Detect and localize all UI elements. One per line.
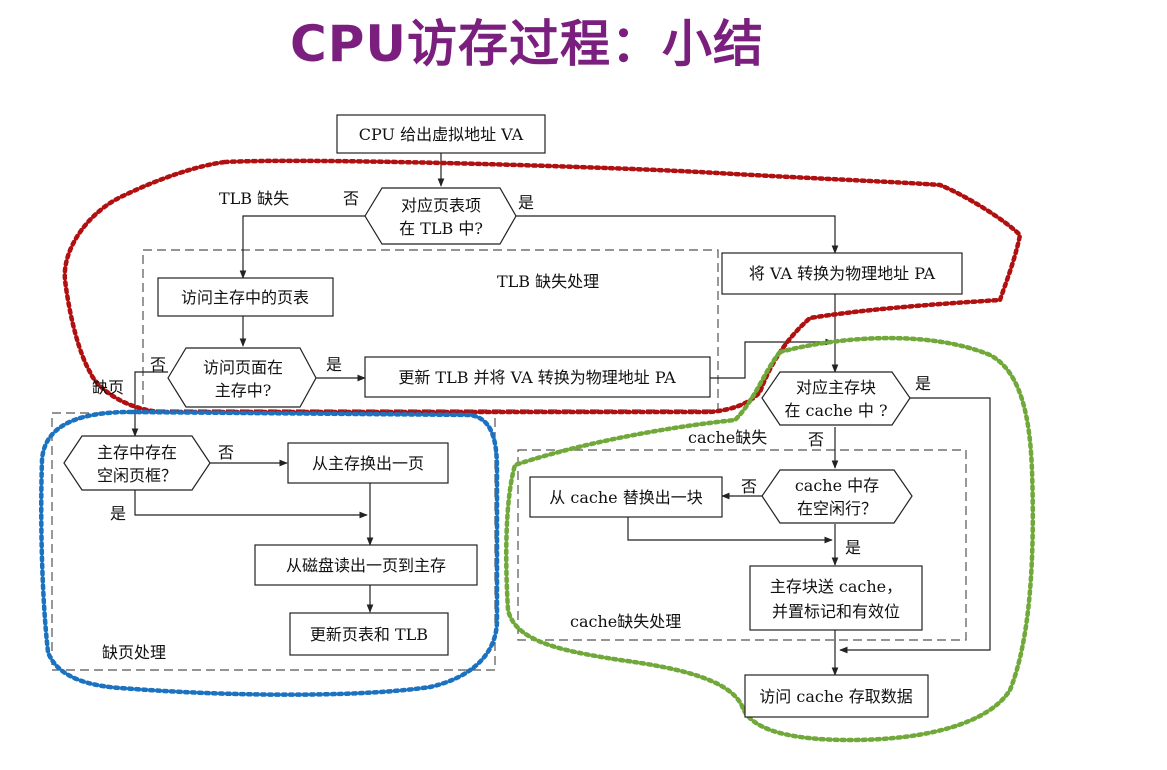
tlb-check-text-1: 对应页表项 xyxy=(401,196,481,215)
read-disk-text: 从磁盘读出一页到主存 xyxy=(286,556,446,575)
frame-no-label: 否 xyxy=(218,443,234,462)
update-page-table-box xyxy=(289,612,449,656)
cache-miss-label: cache缺失 xyxy=(688,428,767,447)
send-block-text-1: 主存块送 cache， xyxy=(770,577,902,596)
cache-free-text-2: 在空闲行？ xyxy=(797,499,877,518)
swap-out-page-box xyxy=(287,442,449,484)
cache-check-decision xyxy=(761,371,911,426)
tlb-yes-label: 是 xyxy=(518,193,534,212)
cache-free-no-label: 否 xyxy=(741,477,757,496)
swap-out-page-text: 从主存换出一页 xyxy=(312,454,424,473)
page-check-text-1: 访问页面在 xyxy=(203,358,283,377)
cache-miss-handling-label: cache缺失处理 xyxy=(570,612,681,631)
cache-check-text-2: 在 cache 中 ? xyxy=(784,401,887,420)
cache-no-label: 否 xyxy=(808,430,824,449)
cache-free-yes-label: 是 xyxy=(845,538,861,557)
frame-yes-label: 是 xyxy=(110,504,126,523)
page-fault-label: 缺页 xyxy=(92,378,124,397)
tlb-miss-handling-label: TLB 缺失处理 xyxy=(497,272,599,291)
page-check-text-2: 主存中? xyxy=(215,381,272,400)
va-to-pa-text: 将 VA 转换为物理地址 PA xyxy=(749,264,936,283)
page-check-decision xyxy=(167,347,317,408)
cache-yes-label: 是 xyxy=(915,374,931,393)
cache-check-text-1: 对应主存块 xyxy=(796,378,876,397)
cache-replace-text: 从 cache 替换出一块 xyxy=(549,488,702,507)
update-tlb-text: 更新 TLB 并将 VA 转换为物理地址 PA xyxy=(398,368,676,387)
cache-miss-handling-region xyxy=(517,449,967,641)
send-block-box xyxy=(749,565,923,631)
page-no-label: 否 xyxy=(150,355,166,374)
page-fault-handling-label: 缺页处理 xyxy=(102,643,166,662)
tlb-miss-label: TLB 缺失 xyxy=(219,189,289,208)
access-data-box xyxy=(744,674,929,718)
start-box xyxy=(336,114,546,154)
cache-free-decision xyxy=(761,469,913,524)
cache-replace-box xyxy=(529,476,723,518)
visit-page-table-box xyxy=(157,277,334,317)
page-fault-region-outline xyxy=(39,409,500,697)
update-page-table-text: 更新页表和 TLB xyxy=(310,625,428,644)
page-title: CPU访存过程：小结 xyxy=(290,15,764,73)
page-yes-label: 是 xyxy=(326,355,342,374)
tlb-check-text-2: 在 TLB 中? xyxy=(399,219,483,238)
access-data-text: 访问 cache 存取数据 xyxy=(759,687,912,706)
update-tlb-box xyxy=(364,356,711,398)
va-to-pa-box xyxy=(721,252,963,295)
free-frame-decision xyxy=(63,435,211,491)
visit-page-table-text: 访问主存中的页表 xyxy=(181,288,309,307)
read-disk-box xyxy=(254,544,478,586)
tlb-no-label: 否 xyxy=(343,189,359,208)
start-text: CPU 给出虚拟地址 VA xyxy=(359,125,524,144)
flow-connectors xyxy=(131,153,991,676)
cache-free-text-1: cache 中存 xyxy=(795,476,879,495)
free-frame-text-2: 空闲页框？ xyxy=(97,466,177,485)
free-frame-text-1: 主存中存在 xyxy=(97,443,177,462)
tlb-check-decision xyxy=(364,187,517,245)
send-block-text-2: 并置标记和有效位 xyxy=(772,602,900,621)
tlb-region-outline xyxy=(62,158,1023,415)
